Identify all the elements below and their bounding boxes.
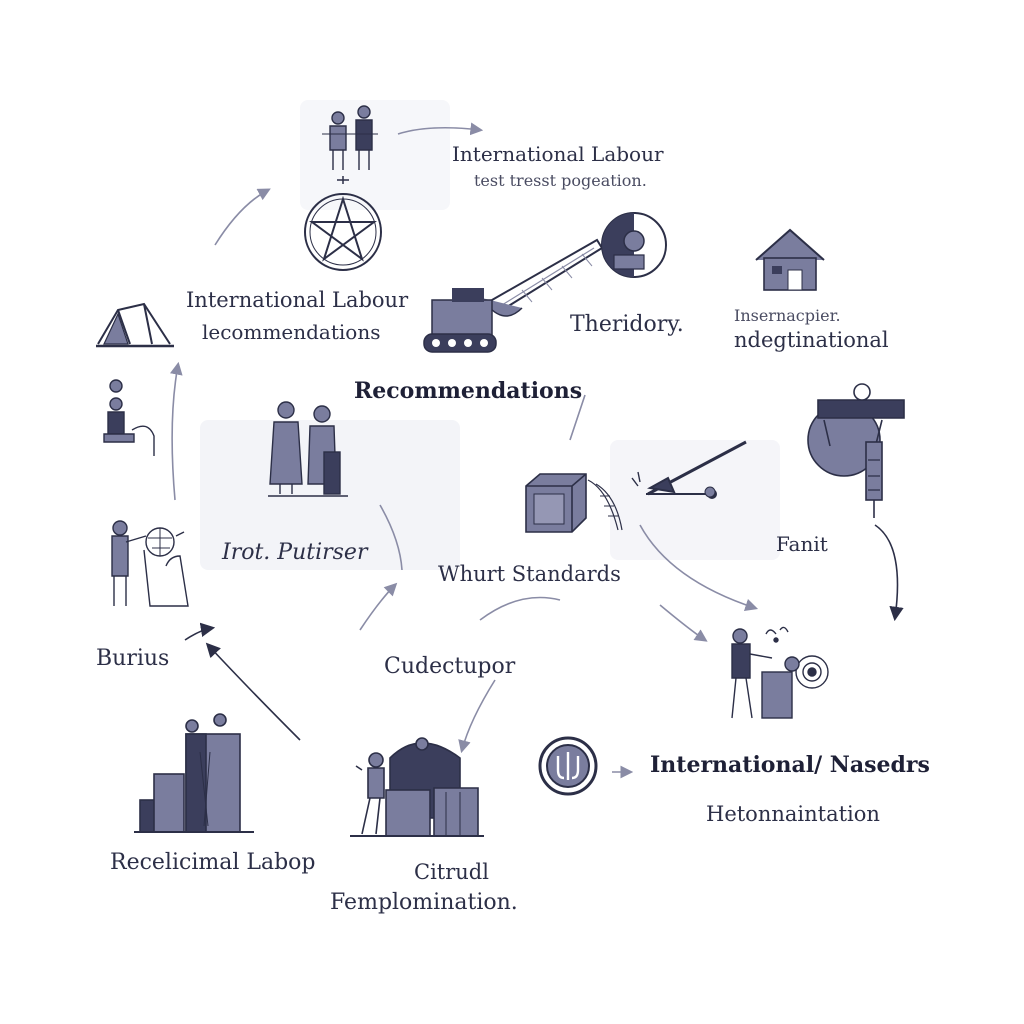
arrow-right-mid bbox=[639, 524, 759, 612]
gear-badge-icon bbox=[601, 212, 667, 278]
crane-icon bbox=[423, 238, 604, 353]
house-icon bbox=[755, 228, 825, 291]
label-theridory: Theridory. bbox=[570, 312, 684, 337]
label-center-heading: Recommendations bbox=[354, 378, 583, 404]
arrow-right-curve bbox=[874, 524, 904, 622]
arrow-center-up bbox=[569, 394, 586, 441]
arrow-center bbox=[379, 504, 403, 571]
arrow-top bbox=[397, 122, 484, 136]
label-right-top-1: Insernacpier. bbox=[734, 306, 841, 325]
label-intl-nasedrs: International/ Nasedrs bbox=[650, 752, 930, 778]
label-recelicimal: Recelicimal Labop bbox=[110, 850, 316, 875]
globe-pipe-icon bbox=[807, 383, 905, 518]
label-whurt: Whurt Standards bbox=[438, 562, 621, 586]
shade-panel-right bbox=[610, 440, 780, 560]
arrow-lower-right bbox=[659, 604, 708, 642]
label-top-title: International Labour bbox=[452, 142, 664, 166]
conveyor-icon bbox=[631, 440, 747, 499]
worker-desk-icon bbox=[103, 379, 155, 456]
label-left-title-1: International Labour bbox=[186, 288, 409, 312]
two-people-icon bbox=[322, 105, 378, 170]
factory-icon bbox=[134, 713, 254, 833]
seal-icon bbox=[538, 736, 598, 796]
label-fanit: Fanit bbox=[776, 532, 828, 556]
arrow-center-2 bbox=[359, 582, 398, 631]
arrow-lower-left bbox=[205, 642, 301, 741]
arrow-upper-left bbox=[214, 188, 271, 246]
label-burius: Burius bbox=[96, 646, 170, 671]
worker-machine-icon bbox=[731, 626, 829, 719]
star-globe-icon bbox=[304, 176, 382, 271]
connector-arrows bbox=[169, 122, 759, 779]
connector-arrows-dark bbox=[184, 524, 904, 741]
shade-panel-top bbox=[300, 100, 450, 210]
label-citrudl: Citrudl bbox=[414, 860, 489, 884]
arrow-left bbox=[169, 361, 183, 501]
tent-icon bbox=[96, 302, 174, 348]
label-femplomination: Femplomination. bbox=[330, 890, 518, 915]
label-irot: Irot. Putirser bbox=[222, 540, 368, 565]
arrow-bottom-mid bbox=[458, 679, 496, 754]
couple-icon bbox=[268, 401, 348, 497]
arrow-left-small bbox=[184, 622, 216, 641]
workshop-icon bbox=[350, 737, 484, 837]
label-top-subtitle: test tresst pogeation. bbox=[474, 171, 647, 190]
label-hetonnaintation: Hetonnaintation bbox=[706, 802, 880, 826]
label-left-title-2: lecommendations bbox=[202, 320, 381, 344]
arrow-bottom-center bbox=[479, 596, 561, 621]
crate-icon bbox=[525, 473, 623, 533]
label-cudectupor: Cudectupor bbox=[384, 654, 516, 679]
label-right-top-2: ndegtinational bbox=[734, 328, 889, 352]
presenter-icon bbox=[111, 520, 189, 607]
